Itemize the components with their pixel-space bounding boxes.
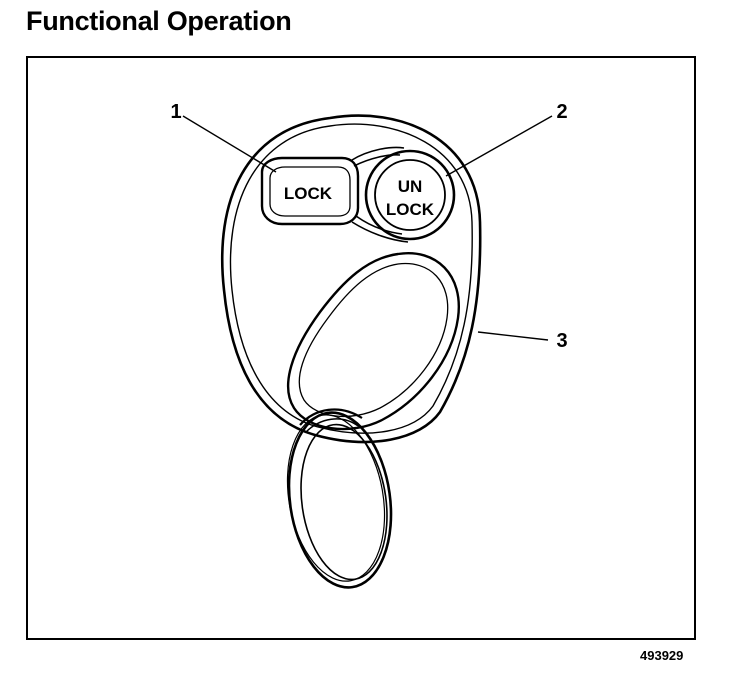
leader-line-2 [445, 115, 553, 177]
callout-3: 3 [556, 330, 567, 352]
unlock-button-label-line2: LOCK [386, 200, 435, 219]
key-ring-slot [286, 251, 461, 431]
fob-body [220, 114, 482, 444]
leader-line-3 [477, 331, 549, 341]
button-channel [351, 146, 409, 243]
leader-lines [182, 115, 553, 341]
callout-2: 2 [556, 101, 567, 123]
unlock-button[interactable]: UN LOCK [364, 149, 456, 241]
diagram-frame [26, 56, 696, 640]
lock-button[interactable]: LOCK [260, 156, 360, 226]
split-key-ring [286, 408, 393, 589]
callout-1: 1 [170, 101, 181, 123]
lock-button-label: LOCK [284, 184, 333, 203]
page-title: Functional Operation [26, 6, 292, 36]
leader-line-1 [182, 115, 277, 173]
figure-id: 493929 [640, 648, 684, 663]
unlock-button-label-line1: UN [398, 177, 423, 196]
